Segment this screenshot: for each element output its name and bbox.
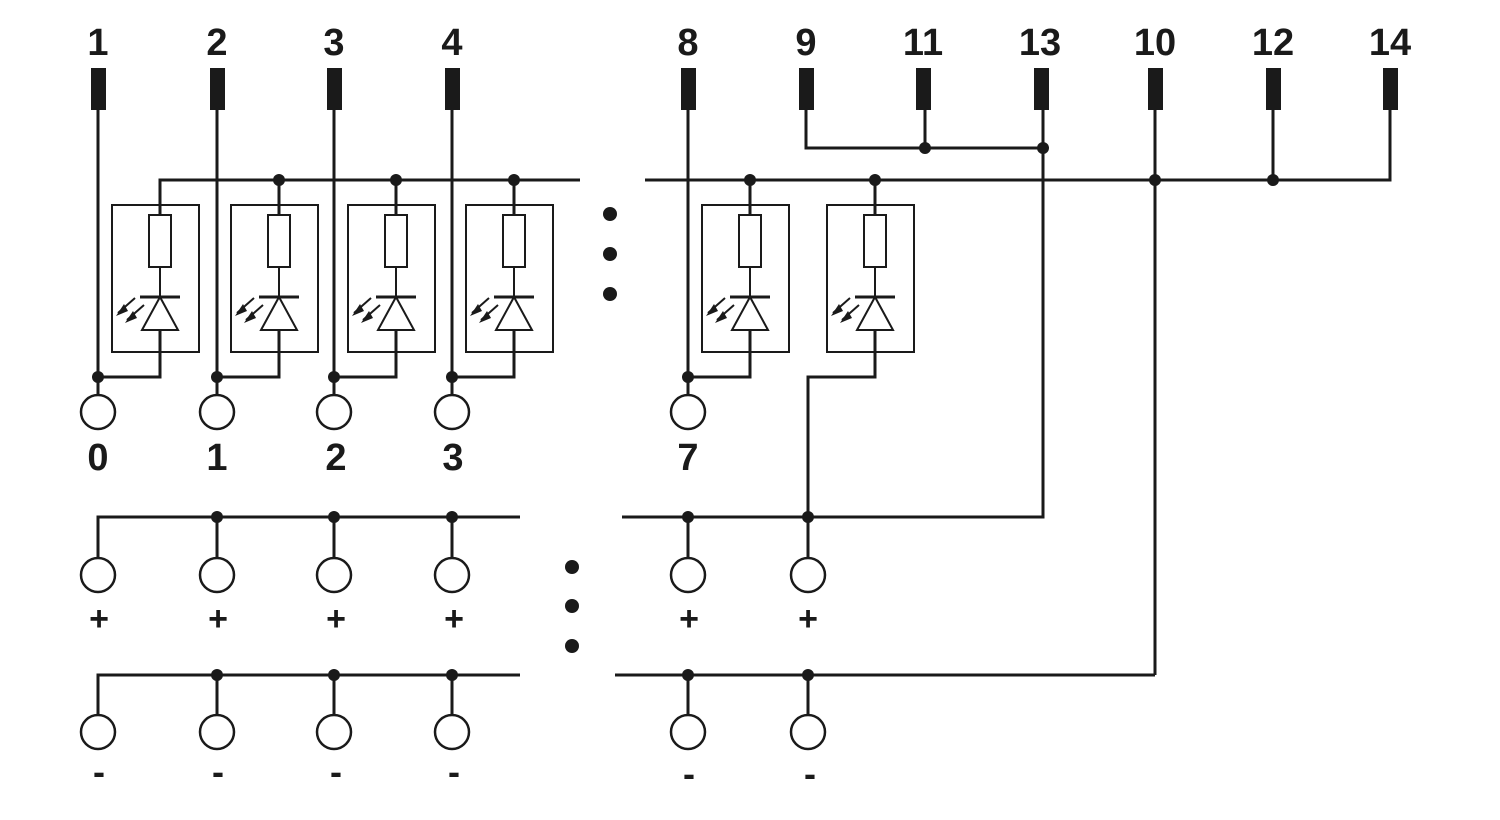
- pin-label-11: 11: [903, 22, 943, 64]
- output-terminal: [79, 393, 117, 431]
- led-resistor-module-icon: [229, 203, 320, 354]
- plus-terminal: [315, 556, 353, 594]
- led-resistor-module-icon: [110, 203, 201, 354]
- pin-block: [327, 68, 342, 110]
- channel-label-3: 3: [442, 437, 463, 479]
- minus-terminals: [79, 713, 827, 751]
- pin-block: [799, 68, 814, 110]
- plus-labels: + + + + + +: [89, 600, 818, 638]
- minus-label: -: [448, 751, 460, 792]
- vertical-ellipsis-icon: [603, 207, 617, 301]
- connector-pin-blocks: [91, 68, 1398, 110]
- minus-label: -: [93, 751, 105, 792]
- plus-label: +: [798, 600, 818, 638]
- plus-label: +: [326, 600, 346, 638]
- pin-block: [1266, 68, 1281, 110]
- led-resistor-module-icon: [464, 203, 555, 354]
- wiring: [96, 110, 1392, 715]
- plus-terminals: [79, 556, 827, 594]
- plus-label: +: [208, 600, 228, 638]
- pin-block: [1148, 68, 1163, 110]
- output-terminal: [315, 393, 353, 431]
- channel-label-0: 0: [87, 437, 108, 479]
- plus-label: +: [679, 600, 699, 638]
- pin-label-13: 13: [1019, 22, 1061, 64]
- pin-label-1: 1: [87, 22, 108, 64]
- pin-label-8: 8: [677, 22, 698, 64]
- pin-block: [445, 68, 460, 110]
- pin-block: [1383, 68, 1398, 110]
- pin-label-14: 14: [1369, 22, 1411, 64]
- pin-block: [210, 68, 225, 110]
- led-resistor-modules: [110, 203, 916, 354]
- output-terminal: [669, 393, 707, 431]
- plus-terminal: [789, 556, 827, 594]
- output-terminal: [198, 393, 236, 431]
- junction-nodes: [92, 142, 1279, 681]
- plus-terminal: [79, 556, 117, 594]
- minus-labels: - - - - - -: [93, 751, 816, 794]
- plus-terminal: [669, 556, 707, 594]
- minus-terminal: [79, 713, 117, 751]
- minus-label: -: [683, 753, 695, 794]
- minus-terminal: [669, 713, 707, 751]
- plus-label: +: [89, 600, 109, 638]
- pin-label-10: 10: [1134, 22, 1176, 64]
- minus-terminal: [315, 713, 353, 751]
- connector-pin-labels: 1 2 3 4 8 9 11 13 10 12 14: [87, 22, 1411, 64]
- pin-label-9: 9: [795, 22, 816, 64]
- output-terminal: [433, 393, 471, 431]
- output-channel-labels: 0 1 2 3 7: [87, 437, 698, 479]
- pin-block: [916, 68, 931, 110]
- channel-label-1: 1: [206, 437, 227, 479]
- led-resistor-module-icon: [825, 203, 916, 354]
- minus-terminal: [789, 713, 827, 751]
- output-terminals: [79, 393, 707, 431]
- minus-terminal: [198, 713, 236, 751]
- led-resistor-module-icon: [700, 203, 791, 354]
- pin-block: [681, 68, 696, 110]
- plus-terminal: [198, 556, 236, 594]
- channel-label-2: 2: [325, 437, 346, 479]
- pin-label-12: 12: [1252, 22, 1294, 64]
- pin-block: [1034, 68, 1049, 110]
- pin-label-4: 4: [441, 22, 462, 64]
- pin-label-2: 2: [206, 22, 227, 64]
- pin-block: [91, 68, 106, 110]
- minus-label: -: [330, 751, 342, 792]
- minus-terminal: [433, 713, 471, 751]
- plus-label: +: [444, 600, 464, 638]
- plus-terminal: [433, 556, 471, 594]
- channel-label-7: 7: [677, 437, 698, 479]
- minus-label: -: [804, 753, 816, 794]
- led-resistor-module-icon: [346, 203, 437, 354]
- vertical-ellipsis-icon: [565, 560, 579, 653]
- pin-label-3: 3: [323, 22, 344, 64]
- minus-label: -: [212, 751, 224, 792]
